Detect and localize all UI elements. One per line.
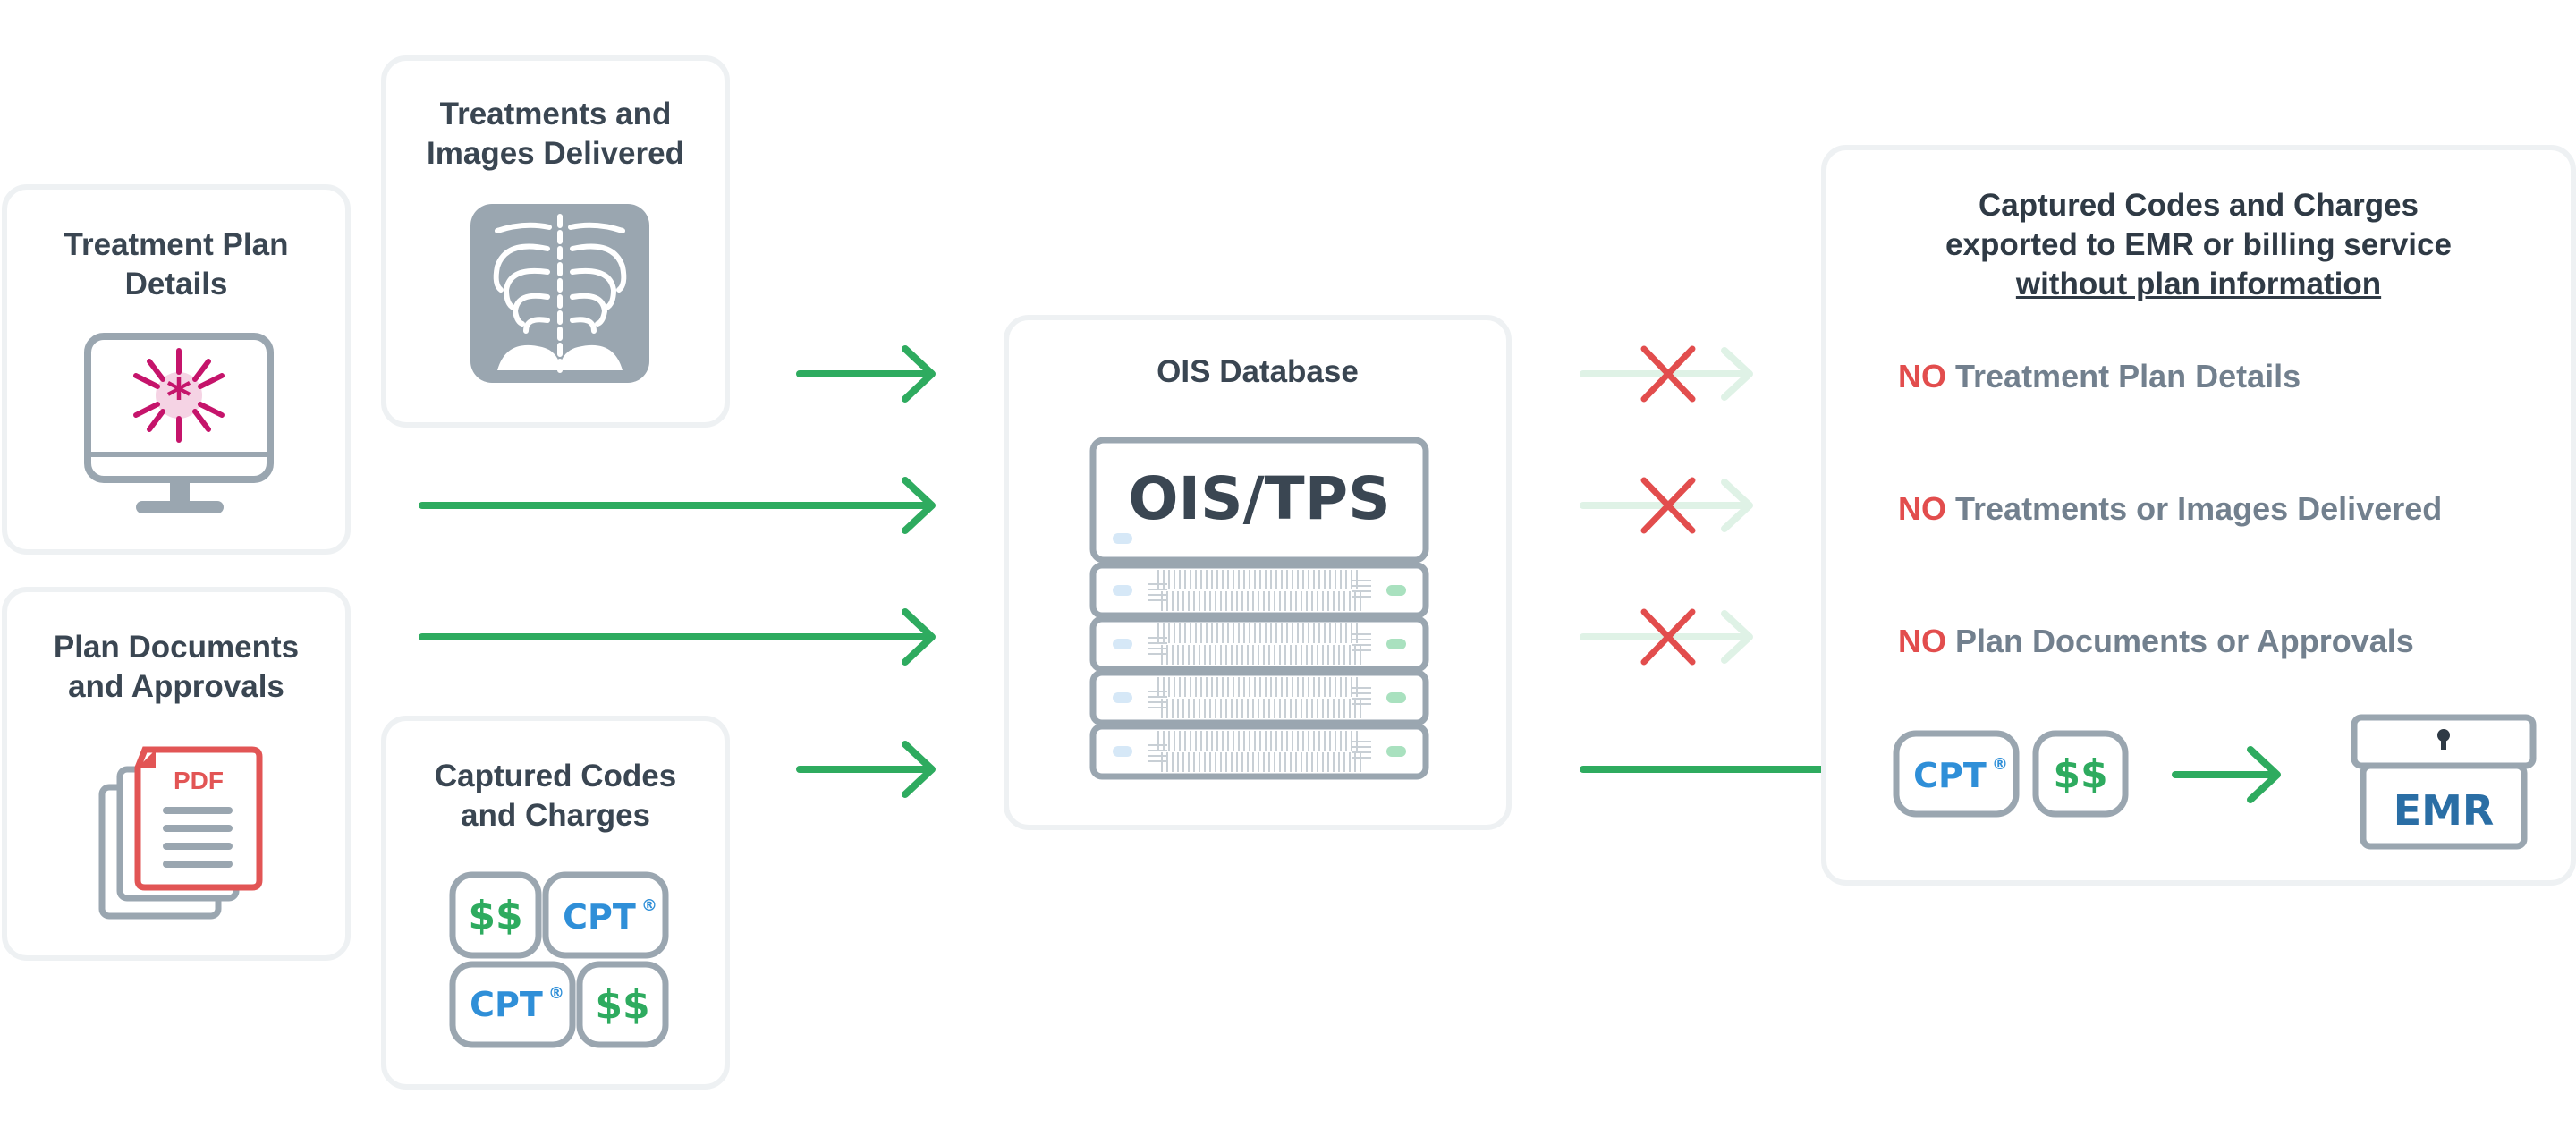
blocked-arrow-2 (1580, 477, 1753, 534)
treatments-images-card: Treatments and Images Delivered (381, 55, 730, 428)
ois-database-card: OIS Database OIS/TPS (1004, 315, 1512, 830)
no-item-1: NO Treatment Plan Details (1898, 358, 2301, 394)
export-cpt-tile: CPT (1913, 756, 1987, 795)
server-unit-4 (1089, 723, 1429, 780)
emr-cabinet-icon: EMR (2351, 714, 2537, 850)
server-unit-3 (1089, 669, 1429, 726)
export-dollar-tile: $$ (2053, 751, 2107, 797)
treatments-images-title: Treatments and Images Delivered (427, 97, 684, 171)
export-codes-to-emr: CPT ® $$ EMR (1893, 714, 2537, 850)
emr-arrow (2172, 746, 2281, 803)
export-cpt-reg: ® (1992, 755, 2008, 774)
no-item-3: NO Plan Documents or Approvals (1898, 623, 2414, 659)
plan-documents-title: Plan Documents and Approvals (53, 630, 300, 704)
server-unit-1 (1089, 562, 1429, 619)
codes-tiles-icon: $$ CPT ® CPT ® $$ (449, 871, 669, 1048)
arrow-plan-documents (419, 608, 936, 666)
cpt-tile-2: CPT (470, 985, 543, 1024)
treatment-plan-title: Treatment Plan Details (64, 227, 289, 301)
no-item-2: NO Treatments or Images Delivered (1898, 490, 2443, 527)
cpt-tile-1-reg: ® (641, 896, 657, 915)
arrow-treatment-plan (419, 477, 936, 534)
svg-text:*: * (166, 369, 191, 425)
svg-text:PDF: PDF (174, 767, 224, 794)
block-x-icon (1640, 345, 1696, 403)
block-x-icon (1640, 608, 1696, 666)
monitor-plan-icon: * (84, 333, 274, 513)
captured-codes-title: Captured Codes and Charges (434, 759, 677, 833)
cpt-tile-2-reg: ® (548, 984, 564, 1003)
arrow-treatments-images (796, 345, 936, 403)
server-unit-2 (1089, 615, 1429, 673)
treatment-plan-card: Treatment Plan Details * (2, 184, 351, 555)
blocked-arrow-1 (1580, 345, 1753, 403)
dollar-tile-2: $$ (595, 982, 649, 1028)
ois-database-title: OIS Database (1157, 354, 1359, 389)
emr-label: EMR (2394, 786, 2495, 835)
block-x-icon (1640, 477, 1696, 534)
pdf-stack-icon: PDF (98, 746, 263, 920)
cpt-tile-1: CPT (563, 897, 636, 937)
blocked-arrow-3 (1580, 608, 1753, 666)
captured-codes-card: Captured Codes and Charges $$ CPT ® CPT … (381, 716, 730, 1090)
server-rack-icon: OIS/TPS (1089, 437, 1429, 780)
export-card: Captured Codes and Charges exported to E… (1821, 145, 2576, 886)
server-label: OIS/TPS (1128, 464, 1390, 533)
dollar-tile-1: $$ (468, 893, 522, 938)
export-title: Captured Codes and Charges exported to E… (1945, 188, 2452, 301)
plan-documents-card: Plan Documents and Approvals PDF (2, 587, 351, 961)
arrow-captured-codes (796, 741, 936, 798)
export-arrow (1580, 741, 1855, 798)
xray-icon (470, 204, 649, 383)
